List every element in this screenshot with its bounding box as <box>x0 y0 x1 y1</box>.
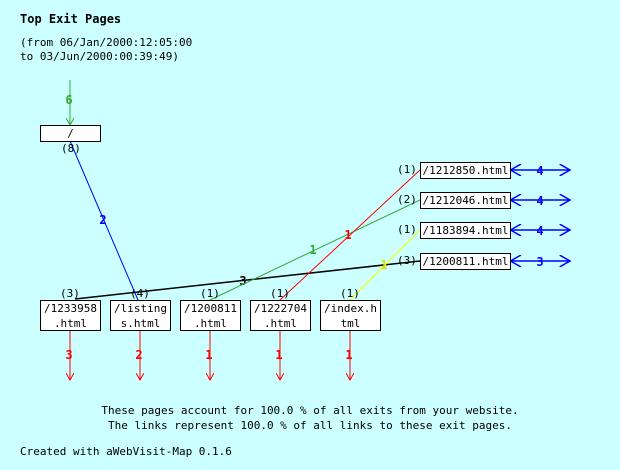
exit-label: 1 <box>205 348 212 362</box>
link-line <box>349 229 421 301</box>
link-line <box>209 199 421 301</box>
node-label: /index.h <box>324 302 377 315</box>
node-label: .html <box>53 317 88 330</box>
node-count: (1) <box>200 287 220 300</box>
node-label: tml <box>340 317 361 330</box>
date-range-from: (from 06/Jan/2000:12:05:00 <box>20 36 193 49</box>
page-node[interactable]: /1200811.html <box>420 253 511 270</box>
exit-label: 1 <box>345 348 352 362</box>
page-node[interactable]: /1212850.html <box>420 162 511 179</box>
exit-label: 1 <box>275 348 282 362</box>
node-count: (8) <box>61 142 81 155</box>
node-label: .html <box>193 317 228 330</box>
link-label: 1 <box>309 243 316 257</box>
side-label: 3 <box>536 255 543 269</box>
link-label: 2 <box>99 213 106 227</box>
page-node[interactable]: /1200811 .html <box>180 300 241 331</box>
exit-label: 2 <box>135 348 142 362</box>
node-count: (1) <box>270 287 290 300</box>
node-count: (1) <box>397 163 417 176</box>
node-count: (3) <box>397 254 417 267</box>
node-label: /1233958 <box>44 302 97 315</box>
link-line <box>279 169 421 301</box>
page-node-root[interactable]: / <box>40 125 101 142</box>
link-summary: The links represent 100.0 % of all links… <box>108 419 512 432</box>
node-label: /1200811 <box>184 302 237 315</box>
link-line <box>74 260 421 300</box>
node-label: s.html <box>120 317 161 330</box>
page-title: Top Exit Pages <box>20 12 122 26</box>
side-label: 4 <box>536 164 543 178</box>
page-node[interactable]: /1183894.html <box>420 222 511 239</box>
node-count: (3) <box>60 287 80 300</box>
page-node[interactable]: /index.h tml <box>320 300 381 331</box>
exit-label: 3 <box>65 348 72 362</box>
page-node[interactable]: /listing s.html <box>110 300 171 331</box>
side-arrows: 4 4 4 3 <box>512 164 570 269</box>
exit-summary: These pages account for 100.0 % of all e… <box>101 404 519 417</box>
date-range-to: to 03/Jun/2000:00:39:49) <box>20 50 179 63</box>
node-label: /listing <box>114 302 167 315</box>
node-count: (4) <box>130 287 150 300</box>
entry-label: 6 <box>65 93 72 107</box>
side-label: 4 <box>536 224 543 238</box>
link-label: 3 <box>239 274 246 288</box>
node-count: (2) <box>397 193 417 206</box>
link-label: 1 <box>380 258 387 272</box>
page-node[interactable]: /1212046.html <box>420 192 511 209</box>
node-count: (1) <box>340 287 360 300</box>
node-label: /1222704 <box>254 302 307 315</box>
link-label: 1 <box>344 228 351 242</box>
credit: Created with aWebVisit-Map 0.1.6 <box>20 445 232 458</box>
page-node[interactable]: /1222704 .html <box>250 300 311 331</box>
node-count: (1) <box>397 223 417 236</box>
side-label: 4 <box>536 194 543 208</box>
node-label: .html <box>263 317 298 330</box>
exit-arrows: 3 2 1 1 1 <box>65 331 352 380</box>
link-line <box>69 140 139 301</box>
page-node[interactable]: /1233958 .html <box>40 300 101 331</box>
